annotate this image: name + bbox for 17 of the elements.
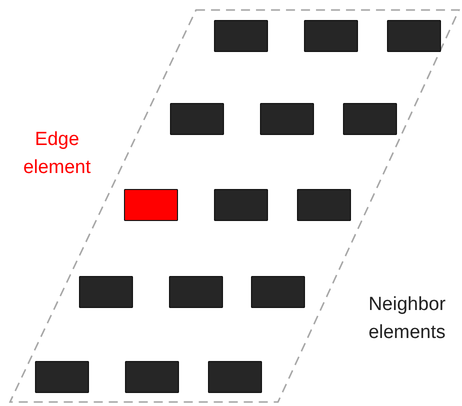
block (79, 276, 133, 308)
block (214, 20, 268, 52)
highlighted-block (124, 189, 178, 221)
block (35, 361, 89, 393)
block (125, 361, 179, 393)
block (214, 189, 268, 221)
block (260, 103, 314, 135)
block (170, 103, 224, 135)
neighbor-elements-label: Neighbor elements (367, 293, 447, 345)
block (297, 189, 351, 221)
edge-element-label: Edge element (22, 128, 92, 180)
block (387, 20, 441, 52)
block (304, 20, 358, 52)
block (251, 276, 305, 308)
block (208, 361, 262, 393)
block (169, 276, 223, 308)
block (343, 103, 397, 135)
